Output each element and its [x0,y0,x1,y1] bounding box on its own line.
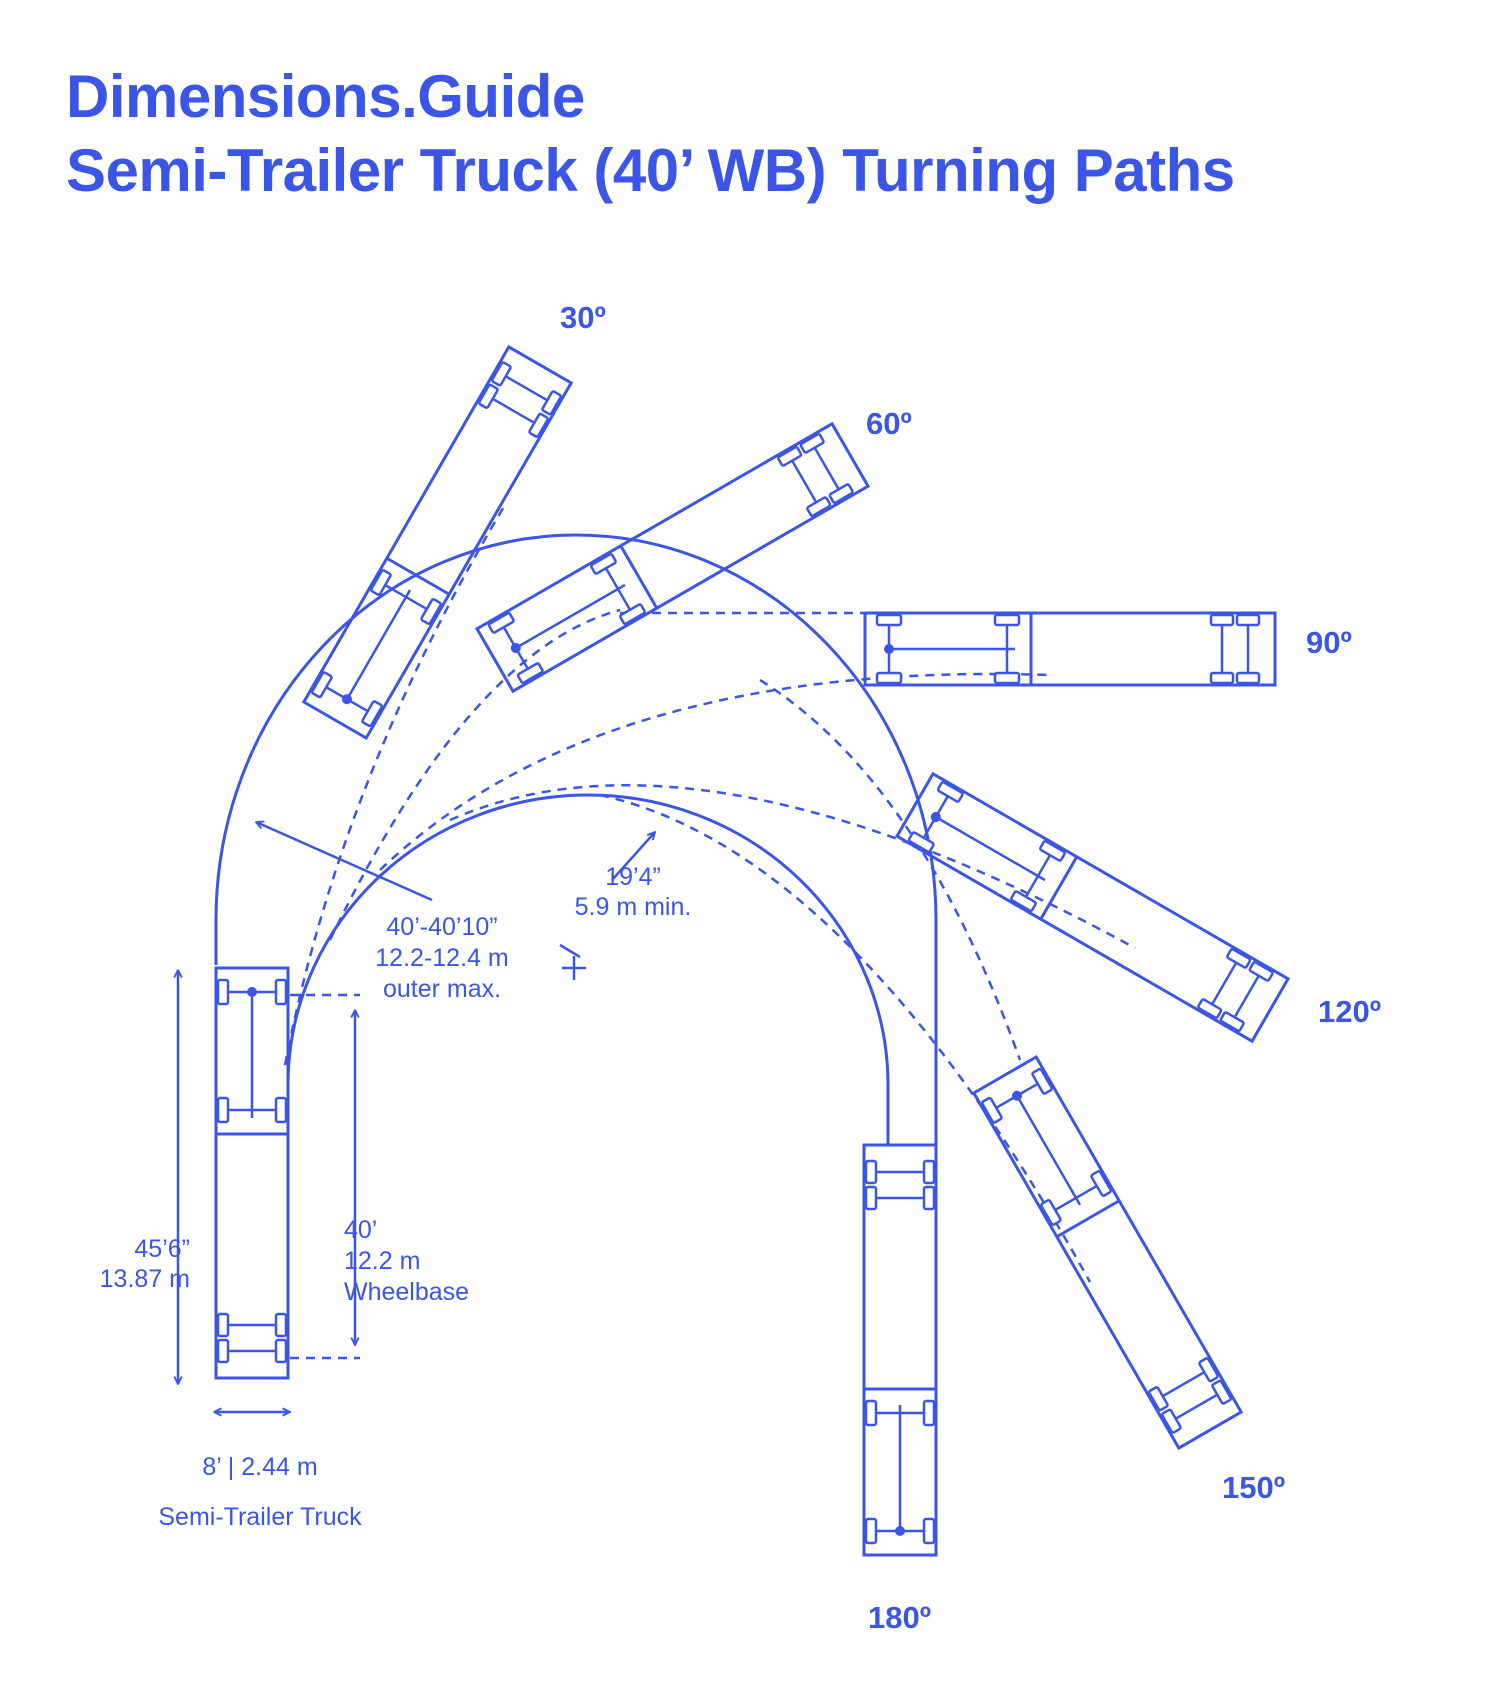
dimension-lines [178,822,655,1412]
width-label: 8’ | 2.44 m [202,1453,317,1481]
truck-150-position [974,1057,1241,1448]
truck-120-position [897,774,1288,1041]
inner-turning-path [286,793,890,1205]
outer-turning-path [214,533,938,1145]
length-ft-label: 45’6” [134,1235,190,1263]
angle-label-150: 150º [1222,1470,1285,1505]
truck-start-position [216,968,288,1378]
wheelbase-m-label: 12.2 m [344,1247,420,1275]
angle-label-30: 30º [560,300,606,335]
truck-180-position [864,1145,936,1555]
site-title: Dimensions.Guide [66,63,585,130]
inner-radius-m-label: 5.9 m min. [575,893,692,921]
truck-60-position [477,424,868,691]
wheelbase-label: Wheelbase [344,1278,469,1306]
length-m-label: 13.87 m [100,1265,190,1293]
angle-label-120: 120º [1318,994,1381,1029]
angle-label-90: 90º [1306,625,1352,660]
angle-label-180: 180º [868,1600,931,1635]
inner-radius-ft-label: 19’4” [605,863,661,891]
page-title: Semi-Trailer Truck (40’ WB) Turning Path… [66,137,1235,204]
angle-label-60: 60º [866,406,912,441]
outer-radius-m-label: 12.2-12.4 m [375,944,508,972]
vehicle-label: Semi-Trailer Truck [158,1503,362,1531]
outer-radius-ft-label: 40’-40’10” [386,913,497,941]
wheelbase-ft-label: 40’ [344,1216,377,1244]
outer-radius-label: outer max. [383,975,501,1003]
trailer-tracking-paths [283,504,1136,1360]
